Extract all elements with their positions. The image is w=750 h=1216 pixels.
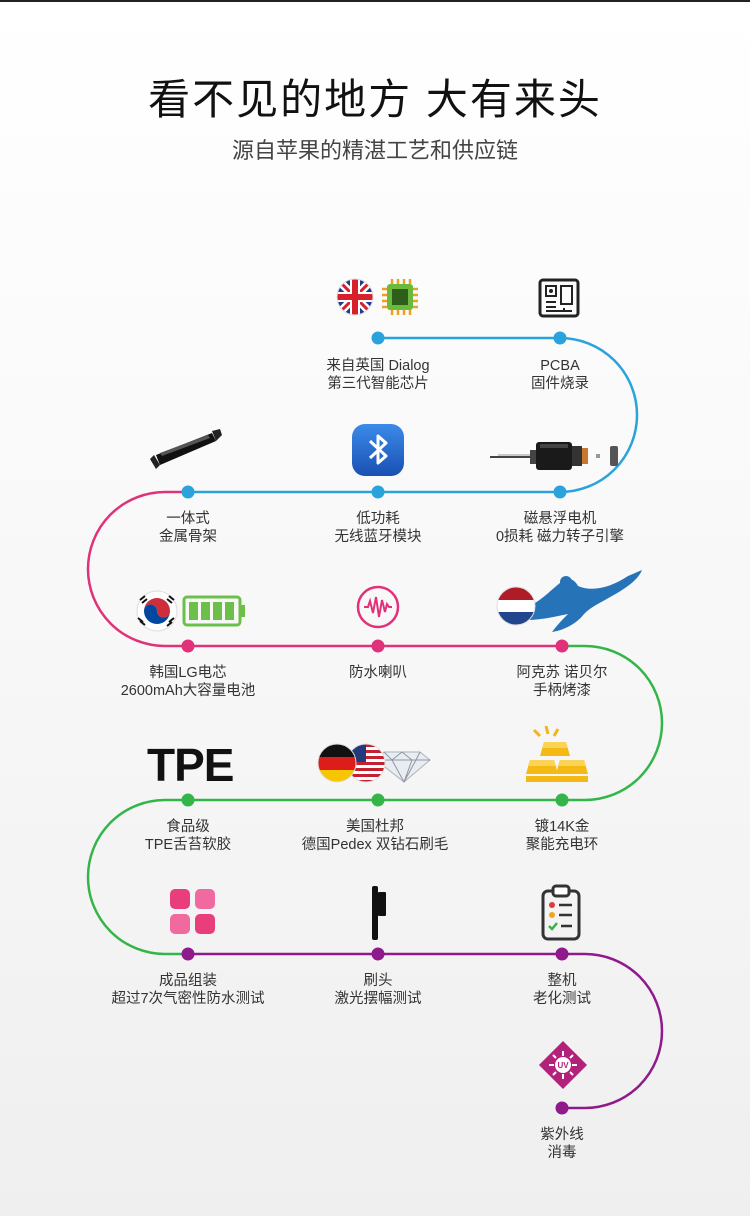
step-label-dialog-chip: 来自英国 Dialog 第三代智能芯片 xyxy=(268,357,488,393)
timeline-dot xyxy=(371,793,385,807)
step-label-line2: TPE舌苔软胶 xyxy=(144,837,232,853)
timeline-dot xyxy=(181,485,195,499)
step-label-brush-head: 刷头 激光摆幅测试 xyxy=(268,972,488,1008)
step-label-line2: 第三代智能芯片 xyxy=(327,376,429,392)
step-label-gold-ring: 镀14K金 聚能充电环 xyxy=(452,818,672,854)
timeline-dot xyxy=(371,639,385,653)
timeline-segment-purple xyxy=(188,952,664,1110)
circuit-board-icon xyxy=(538,278,580,318)
motor-icon xyxy=(490,442,618,470)
timeline-dot xyxy=(371,947,385,961)
metal-frame-icon xyxy=(150,429,222,469)
step-label-line2: 德国Pedex 双钻石刷毛 xyxy=(301,837,449,853)
gold-bars-icon xyxy=(526,726,588,782)
step-label-line2: 消毒 xyxy=(547,1145,577,1161)
bluetooth-icon xyxy=(352,424,404,476)
step-label-battery: 韩国LG电芯 2600mAh大容量电池 xyxy=(78,664,298,700)
timeline-segment-pink xyxy=(86,490,562,648)
step-label-line2: 激光摆幅测试 xyxy=(334,991,422,1007)
step-label-paint: 阿克苏 诺贝尔 手柄烤漆 xyxy=(452,664,672,700)
korea-flag-battery-icon xyxy=(136,590,245,632)
timeline-dot xyxy=(555,1101,569,1115)
timeline-dot xyxy=(555,639,569,653)
step-label-line2: 固件烧录 xyxy=(531,376,589,392)
tpe-logo-text: TPE xyxy=(147,739,234,791)
step-label-line1: 韩国LG电芯 xyxy=(149,665,227,681)
step-label-line2: 超过7次气密性防水测试 xyxy=(111,991,265,1007)
step-label-bristles: 美国杜邦 德国Pedex 双钻石刷毛 xyxy=(265,818,485,854)
step-label-line2: 老化测试 xyxy=(533,991,591,1007)
step-label-line1: 美国杜邦 xyxy=(346,819,404,835)
step-label-assembly: 成品组装 超过7次气密性防水测试 xyxy=(78,972,298,1008)
timeline-dot xyxy=(553,485,567,499)
pink-squares-icon xyxy=(170,889,215,934)
timeline-dot xyxy=(371,485,385,499)
step-label-line2: 2600mAh大容量电池 xyxy=(120,683,256,699)
timeline-dot xyxy=(555,947,569,961)
page-subtitle: 源自苹果的精湛工艺和供应链 xyxy=(231,138,518,163)
step-label-metal-frame: 一体式 金属骨架 xyxy=(78,510,298,546)
checklist-icon xyxy=(541,884,581,941)
step-label-line2: 无线蓝牙模块 xyxy=(334,529,422,545)
timeline-dot xyxy=(555,793,569,807)
timeline-dots xyxy=(181,331,569,1115)
step-label-line2: 金属骨架 xyxy=(159,529,217,545)
top-border xyxy=(0,0,750,2)
step-label-line1: 来自英国 Dialog xyxy=(326,358,430,374)
step-label-line1: 一体式 xyxy=(166,511,210,527)
step-label-line1: 防水喇叭 xyxy=(349,665,407,681)
step-label-line1: 阿克苏 诺贝尔 xyxy=(516,665,608,681)
step-label-line1: 刷头 xyxy=(363,973,393,989)
step-label-line2: 0损耗 磁力转子引擎 xyxy=(495,529,625,545)
timeline-dot xyxy=(181,639,195,653)
netherlands-flag-akzonobel-icon xyxy=(496,570,642,632)
uv-icon: UV xyxy=(538,1040,588,1090)
page-title: 看不见的地方 大有来头 xyxy=(148,76,602,123)
step-label-line1: 磁悬浮电机 xyxy=(523,511,597,527)
step-label-pcba: PCBA 固件烧录 xyxy=(450,357,670,393)
timeline-dot xyxy=(181,947,195,961)
speaker-wave-icon xyxy=(356,585,400,629)
flags-diamond-icon xyxy=(317,743,431,784)
step-label-line1: 低功耗 xyxy=(356,511,400,527)
timeline-dot xyxy=(371,331,385,345)
step-label-aging-test: 整机 老化测试 xyxy=(452,972,672,1008)
timeline-segment-blue xyxy=(188,336,639,494)
step-label-line1: 镀14K金 xyxy=(534,819,590,835)
step-label-line1: PCBA xyxy=(540,358,580,374)
step-label-speaker: 防水喇叭 xyxy=(268,664,488,682)
step-label-line2: 聚能充电环 xyxy=(525,837,599,853)
uv-icon-text: UV xyxy=(557,1061,569,1070)
step-label-line1: 整机 xyxy=(547,973,577,989)
step-label-line1: 成品组装 xyxy=(159,973,217,989)
step-label-line1: 紫外线 xyxy=(540,1127,584,1143)
timeline-dot xyxy=(181,793,195,807)
step-label-line1: 食品级 xyxy=(166,819,210,835)
uk-flag-and-chip-icon xyxy=(336,278,418,316)
step-label-uv: 紫外线 消毒 xyxy=(452,1126,672,1162)
step-label-line2: 手柄烤漆 xyxy=(533,683,591,699)
step-label-motor: 磁悬浮电机 0损耗 磁力转子引擎 xyxy=(450,510,670,546)
timeline-dot xyxy=(553,331,567,345)
step-label-bluetooth: 低功耗 无线蓝牙模块 xyxy=(268,510,488,546)
step-label-tpe: 食品级 TPE舌苔软胶 xyxy=(78,818,298,854)
brush-head-icon xyxy=(372,886,386,940)
